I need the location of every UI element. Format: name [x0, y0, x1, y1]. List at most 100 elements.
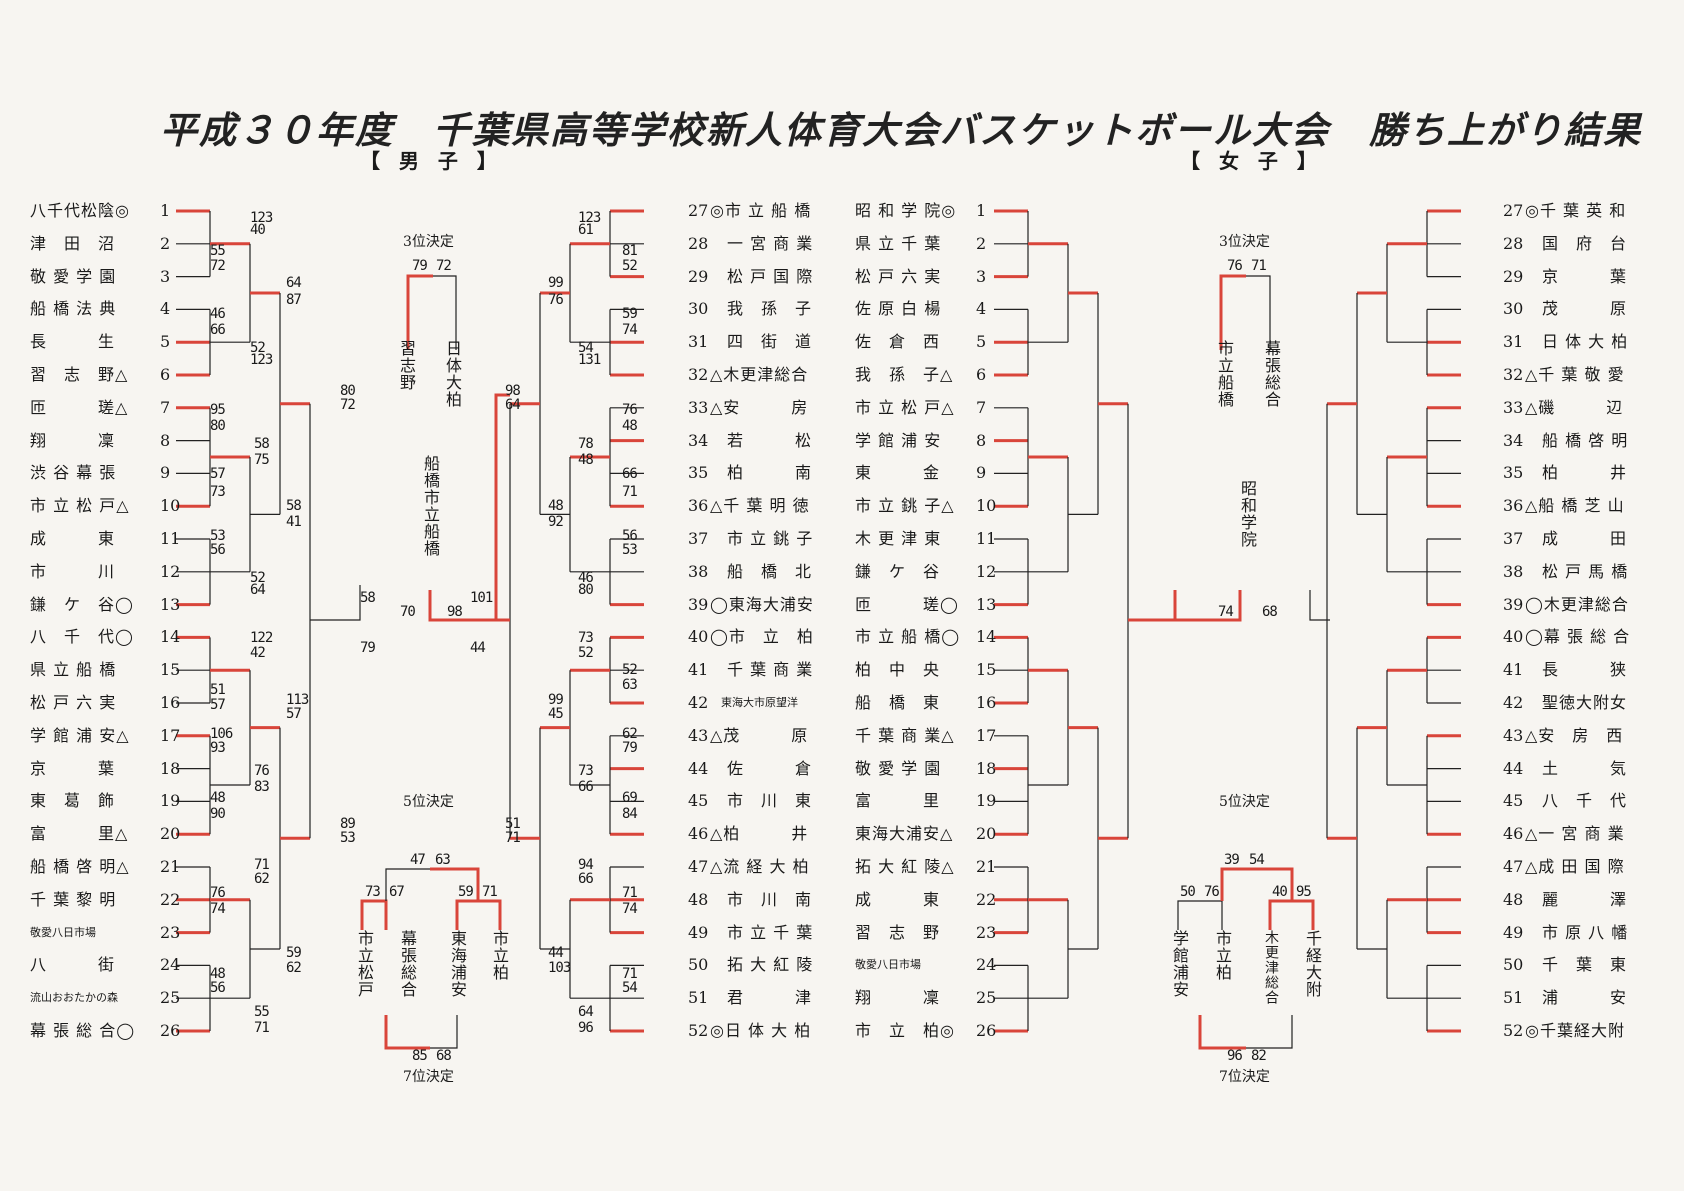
team-name: 八 千 代◯: [30, 627, 134, 647]
team-name: 八千代松陰◎: [30, 201, 130, 220]
game-score: 71: [622, 484, 638, 500]
women-fifth-team-2: 木更津総合: [1263, 930, 1279, 1005]
men-fifth-score-b: 63: [435, 852, 451, 868]
team-name: 千 葉 東: [1525, 955, 1628, 975]
team-name: 成 田: [1525, 529, 1628, 548]
team-name: 敬愛八日市場: [30, 925, 96, 939]
game-score: 71: [622, 885, 638, 901]
women-seventh-place-label: 7位決定: [1219, 1069, 1270, 1085]
team-seed: 40: [688, 627, 709, 647]
team-name: 市 立 銚 子: [710, 529, 814, 548]
team-name: 市 川 東: [710, 791, 813, 811]
game-score: 123: [250, 210, 273, 226]
team-seed: 46: [688, 824, 709, 844]
team-name: 鎌 ケ 谷◯: [30, 594, 134, 614]
game-score: 64: [250, 582, 266, 598]
team-name: 京 葉: [30, 758, 116, 778]
team-seed: 48: [1503, 889, 1524, 909]
team-seed: 35: [688, 463, 709, 483]
game-score: 92: [548, 514, 564, 530]
team-name: 東 金: [855, 463, 941, 483]
men-fifth-right: [455, 899, 502, 930]
men-third-team-a: 習志野: [397, 340, 416, 391]
team-seed: 22: [976, 889, 997, 909]
game-score: 42: [250, 645, 266, 661]
team-seed: 18: [160, 758, 181, 778]
game-score: 75: [254, 452, 270, 468]
team-name: 茂 原: [1525, 299, 1628, 319]
men-division-label: 【 男 子 】: [360, 149, 503, 173]
team-seed: 39: [688, 594, 709, 614]
team-seed: 36: [1503, 496, 1524, 516]
team-seed: 48: [688, 889, 709, 909]
game-score: 76: [622, 402, 638, 418]
team-name: 聖徳大附女: [1525, 693, 1628, 712]
team-name: △流 経 大 柏: [710, 857, 810, 876]
team-name: 敬 愛 学 園: [30, 266, 117, 286]
game-score: 48: [210, 966, 226, 982]
team-seed: 35: [1503, 463, 1524, 483]
men-third-score-a: 79: [412, 258, 428, 274]
women-seventh-left: [1198, 1015, 1246, 1050]
game-score: 52: [622, 258, 638, 274]
men-champion: 船橋市立船橋: [421, 455, 440, 557]
women-final-score-b: 68: [1262, 604, 1278, 620]
men-fifth-top-right: [430, 867, 480, 901]
game-score: 106: [210, 726, 233, 742]
team-seed: 7: [976, 397, 987, 417]
men-final-score-b: 98: [447, 604, 463, 620]
team-name: ◯市 立 柏: [710, 627, 814, 647]
team-name: 匝 瑳△: [30, 397, 129, 417]
men-final-left: [310, 585, 361, 621]
team-name: 東海大市原望洋: [710, 696, 798, 709]
game-score: 99: [548, 692, 564, 708]
game-score: 81: [622, 243, 638, 259]
game-score: 80: [210, 418, 226, 434]
team-name: 渋 谷 幕 張: [30, 463, 117, 483]
team-seed: 39: [1503, 594, 1524, 614]
team-name: 敬 愛 学 園: [855, 758, 942, 778]
women-third-right: [1246, 275, 1271, 350]
team-name: 市 原 八 幡: [1525, 922, 1629, 942]
game-score: 74: [622, 322, 638, 338]
women-seventh-score-a: 96: [1227, 1048, 1243, 1064]
team-name: 東 葛 飾: [30, 791, 116, 811]
women-champion: 昭和学院: [1238, 480, 1257, 548]
game-score: 59: [622, 306, 638, 322]
team-name: 佐 倉: [710, 758, 813, 778]
game-score: 44: [470, 640, 486, 656]
game-score: 74: [210, 901, 226, 917]
team-seed: 46: [1503, 824, 1524, 844]
game-score: 122: [250, 630, 273, 646]
men-fifth-team-0: 市立松戸: [355, 930, 374, 998]
team-seed: 44: [688, 758, 709, 778]
team-seed: 21: [976, 857, 997, 876]
team-name: 拓 大 紅 陵△: [855, 857, 955, 876]
team-seed: 6: [976, 365, 987, 384]
team-name: 学 館 浦 安△: [30, 725, 130, 745]
game-score: 79: [360, 640, 376, 656]
team-seed: 17: [976, 725, 997, 745]
team-name: △柏 井: [710, 824, 809, 844]
team-name: 翔 凜: [855, 988, 941, 1008]
team-seed: 24: [976, 955, 997, 975]
team-name: ◎日 体 大 柏: [710, 1021, 812, 1040]
game-score: 57: [210, 466, 226, 482]
team-seed: 45: [1503, 791, 1524, 811]
game-score: 71: [254, 857, 270, 873]
team-seed: 19: [976, 791, 997, 811]
game-score: 73: [578, 763, 594, 779]
women-fifth-sub-0: 50: [1180, 884, 1196, 900]
women-fifth-team-3: 千経大附: [1303, 930, 1322, 998]
team-seed: 41: [688, 660, 709, 680]
team-seed: 5: [976, 332, 987, 352]
women-third-team-a: 市立船橋: [1215, 340, 1234, 408]
game-score: 45: [548, 706, 564, 722]
team-name: 市 川 南: [710, 889, 813, 909]
game-score: 51: [505, 816, 521, 832]
team-seed: 2: [160, 233, 171, 253]
game-score: 96: [578, 1020, 594, 1036]
game-score: 53: [210, 528, 226, 544]
team-name: △安 房 西: [1525, 725, 1624, 745]
